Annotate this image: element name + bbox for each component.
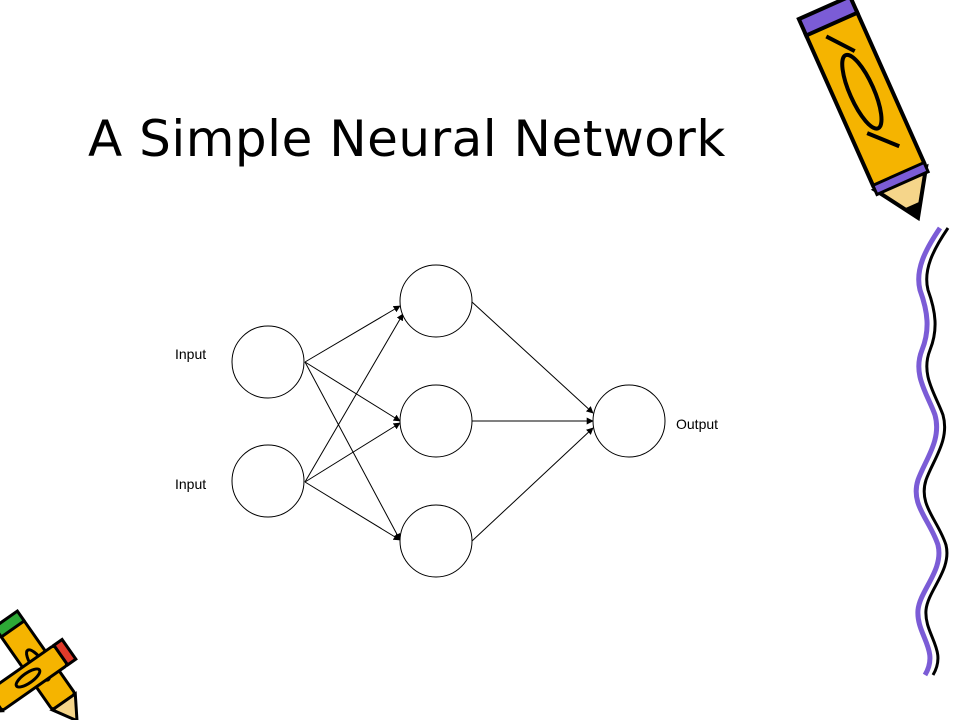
edge-in2-h1: [304, 313, 404, 483]
edge-in2-h3: [304, 481, 401, 541]
edge-in1-h3: [304, 361, 401, 541]
edge-in1-h1: [304, 305, 401, 363]
squiggle-border: [913, 226, 943, 677]
input-node-2: [231, 444, 305, 518]
edge-in1-h2: [304, 361, 401, 422]
output-label: Output: [676, 416, 719, 432]
hidden-node-3: [399, 504, 473, 578]
input-label-2: Input: [175, 476, 207, 492]
output-node: [592, 384, 666, 458]
edge-h3-out: [471, 427, 594, 542]
edge-h1-out: [471, 301, 594, 414]
hidden-node-2: [399, 384, 473, 458]
connections: [304, 301, 594, 542]
input-node-1: [231, 325, 305, 399]
pencil-icon: [796, 0, 931, 222]
slide-title: A Simple Neural Network: [88, 110, 726, 168]
pencils-icon: [0, 609, 79, 720]
edge-in2-h2: [304, 422, 401, 483]
input-label-1: Input: [175, 346, 207, 362]
hidden-node-1: [399, 264, 473, 338]
